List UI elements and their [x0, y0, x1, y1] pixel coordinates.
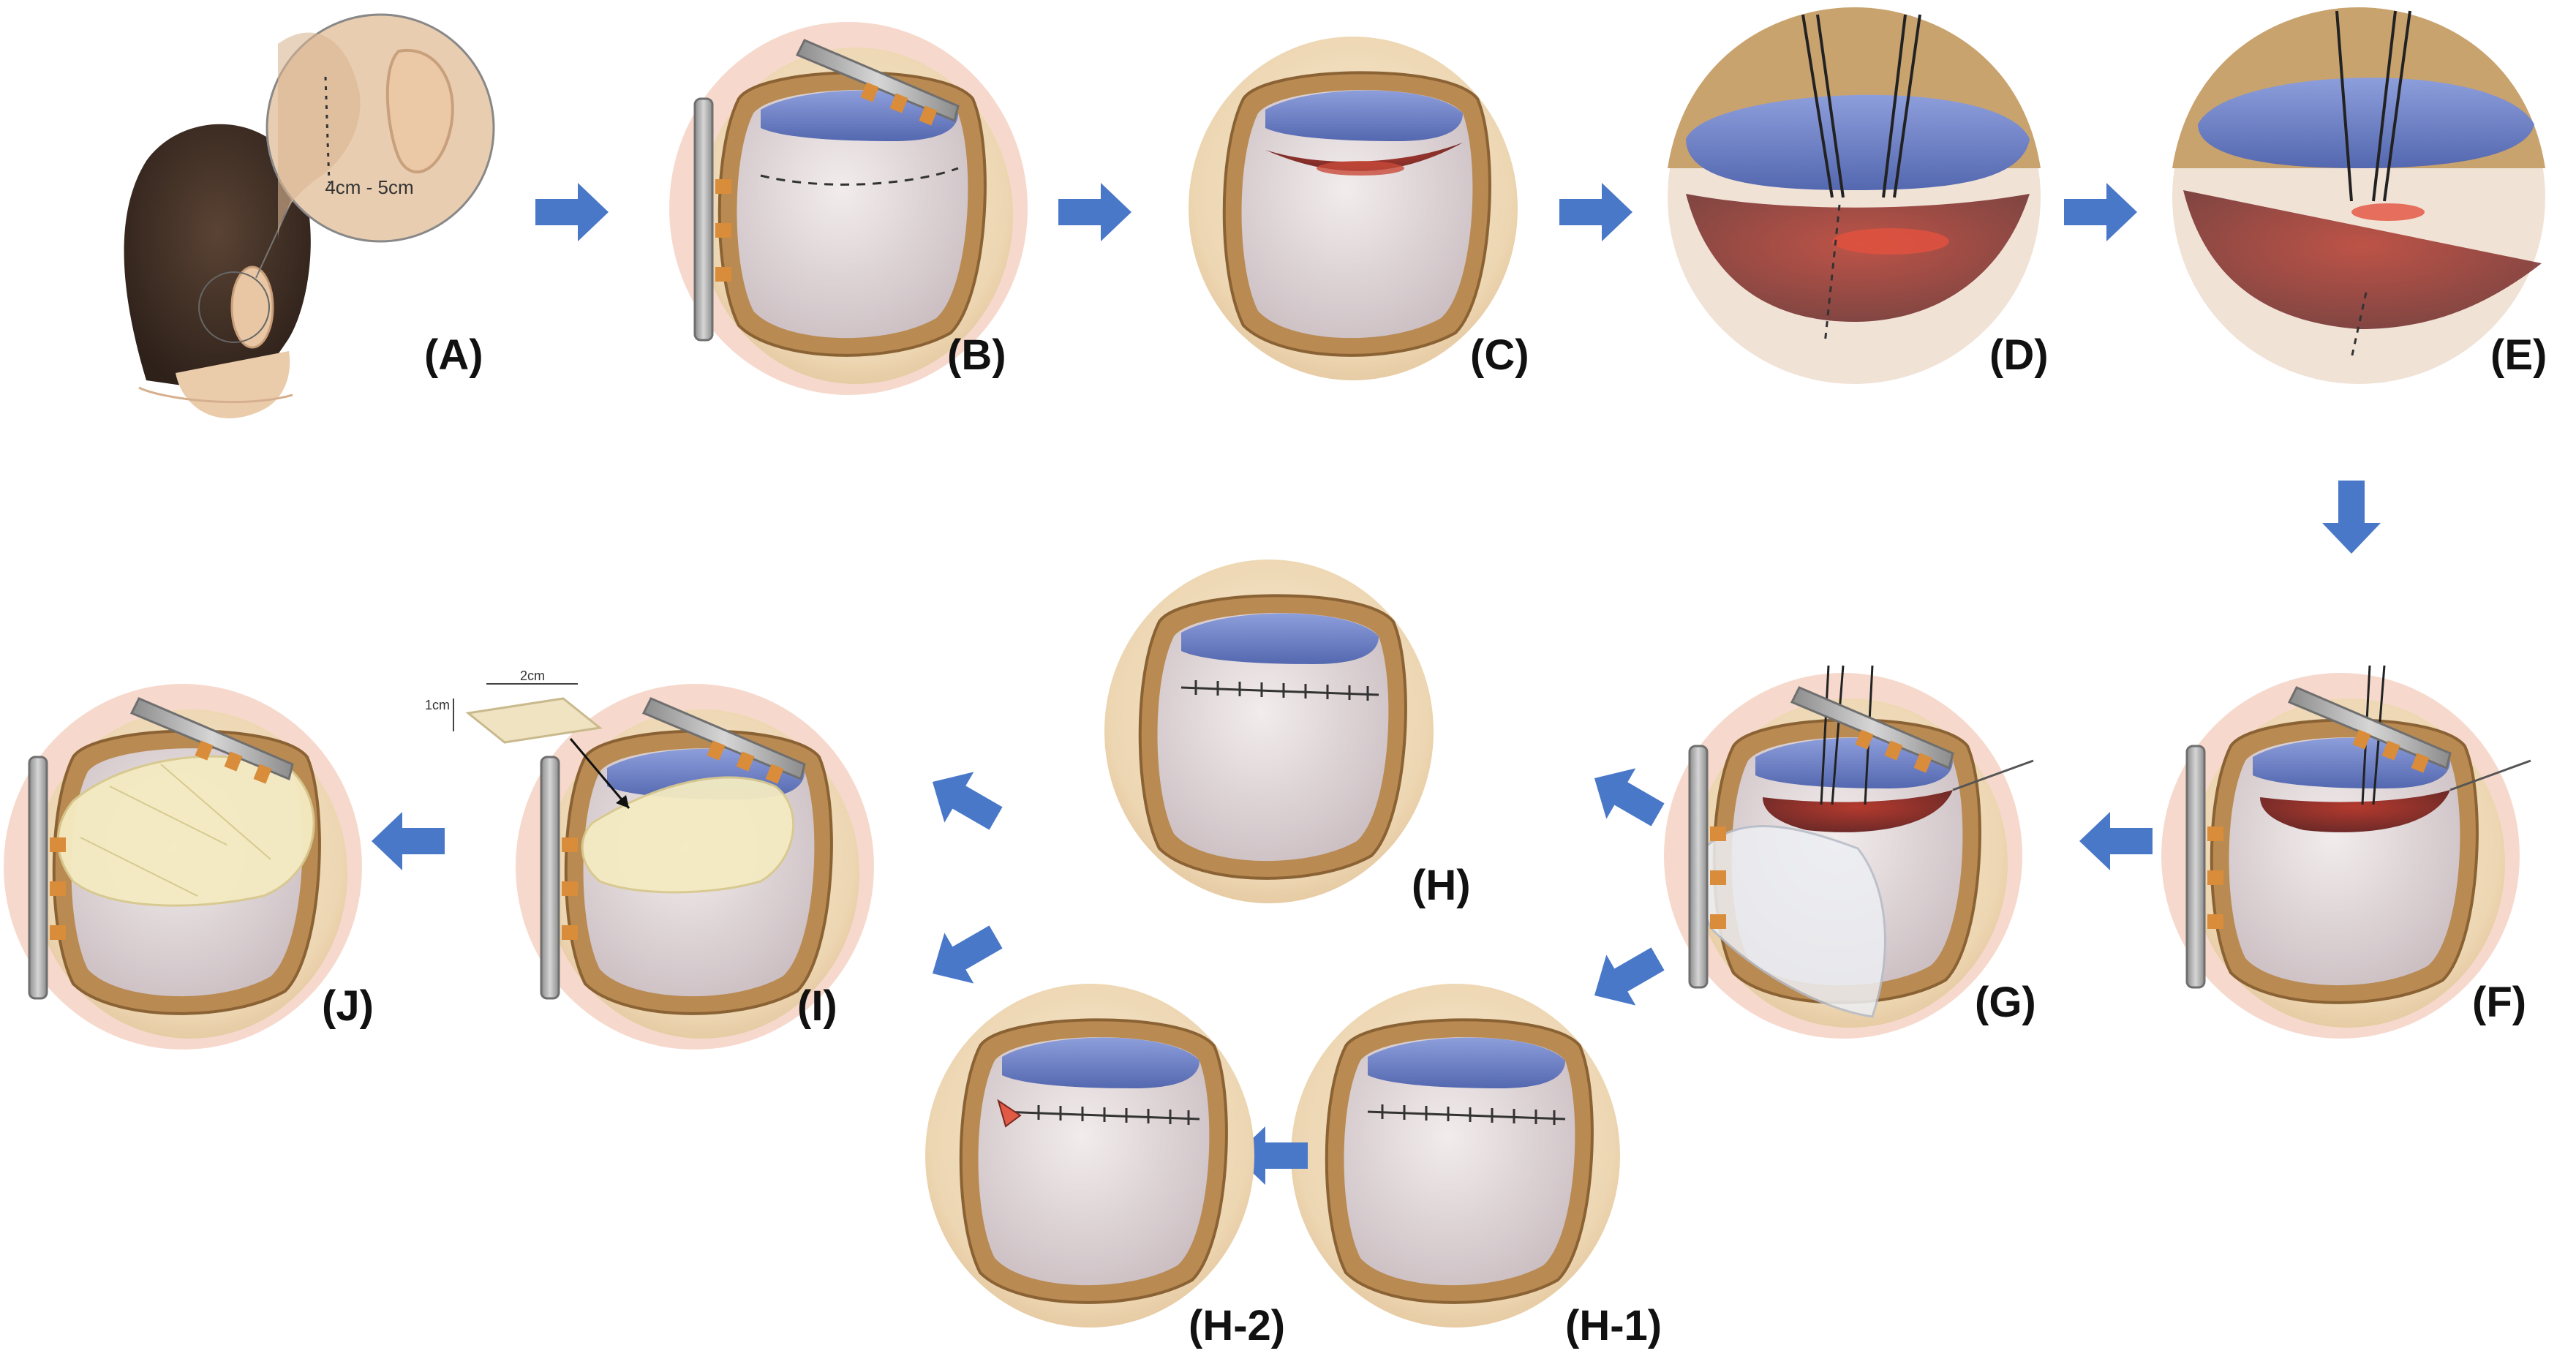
ear-zoom-inset: 4cm - 5cm [265, 13, 495, 243]
panel-i [516, 684, 874, 1050]
flow-arrow-h-i [917, 756, 1011, 844]
panel-label-b: (B) [947, 331, 1006, 379]
panel-label-h1: (H-1) [1565, 1302, 1662, 1349]
head-illustration [124, 124, 311, 418]
flow-arrow-g-h [1579, 753, 1673, 840]
flow-arrow-i-j [372, 812, 445, 870]
panel-label-h: (H) [1412, 862, 1471, 909]
patch-width-label: 2cm [520, 669, 545, 683]
incision-length-label: 4cm - 5cm [325, 176, 413, 198]
panel-h1 [1291, 984, 1620, 1328]
panel-c [1189, 37, 1518, 380]
panel-a: 4cm - 5cm (A) [124, 13, 495, 418]
panel-b [669, 22, 1028, 395]
incision-region-marker [198, 271, 270, 343]
panel-label-j: (J) [322, 982, 374, 1030]
flow-arrow-h2-i [917, 911, 1011, 999]
panel-g [1664, 665, 2034, 1039]
panel-label-g: (G) [1975, 979, 2036, 1026]
panel-label-a: (A) [424, 331, 483, 379]
panel-h2 [925, 984, 1254, 1328]
flow-arrow-e-f [2322, 481, 2381, 554]
panel-j [4, 684, 362, 1050]
flow-arrow-a-b [535, 183, 609, 241]
gelatin-sponge-patch: 2cm 1cm [425, 669, 630, 809]
panel-d [1668, 7, 2041, 384]
panel-h [1104, 560, 1434, 903]
flow-arrow-g-h1 [1579, 933, 1673, 1021]
flow-arrow-b-c [1058, 183, 1131, 241]
panel-label-f: (F) [2472, 979, 2526, 1026]
flow-arrow-f-g [2079, 812, 2153, 870]
panel-e [2172, 7, 2545, 384]
panel-label-i: (I) [797, 982, 837, 1030]
panel-label-c: (C) [1470, 331, 1529, 379]
panel-label-d: (D) [1989, 331, 2049, 379]
flow-arrow-c-d [1559, 183, 1632, 241]
panel-label-e: (E) [2490, 331, 2547, 379]
patch-height-label: 1cm [425, 698, 450, 712]
panel-f [2161, 665, 2531, 1039]
panel-label-h2: (H-2) [1189, 1302, 1285, 1349]
flow-arrow-d-e [2064, 183, 2137, 241]
